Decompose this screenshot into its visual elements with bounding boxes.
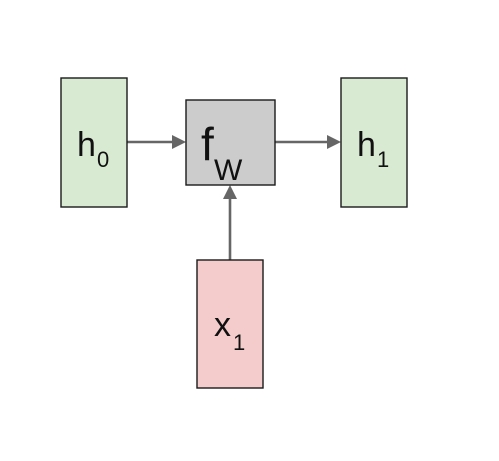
node-h1-label-sub: 1 [377, 147, 389, 172]
node-h0-label: h 0 [77, 126, 109, 172]
node-h0-label-main: h [77, 126, 96, 164]
node-h1: h 1 [340, 77, 408, 208]
node-h0-box [60, 77, 128, 208]
node-h1-box [340, 77, 408, 208]
node-h1-label: h 1 [357, 126, 389, 172]
node-fw-label-sub: W [214, 154, 243, 187]
node-fw-label-main: f [201, 118, 214, 170]
node-fw-label: f W [201, 118, 243, 187]
edge-x1-to-fw [223, 185, 237, 260]
node-x1: x 1 [196, 259, 264, 389]
edge-h0-to-fw [127, 135, 186, 149]
node-h0: h 0 [60, 77, 128, 208]
node-fw-box [185, 99, 276, 186]
edge-fw-to-h1 [275, 135, 341, 149]
node-x1-label-sub: 1 [233, 330, 245, 355]
node-x1-label: x 1 [214, 306, 245, 355]
node-h0-label-sub: 0 [97, 147, 109, 172]
node-fw: f W [185, 99, 276, 187]
node-h1-label-main: h [357, 126, 376, 164]
node-x1-box [196, 259, 264, 389]
node-x1-label-main: x [214, 306, 231, 344]
